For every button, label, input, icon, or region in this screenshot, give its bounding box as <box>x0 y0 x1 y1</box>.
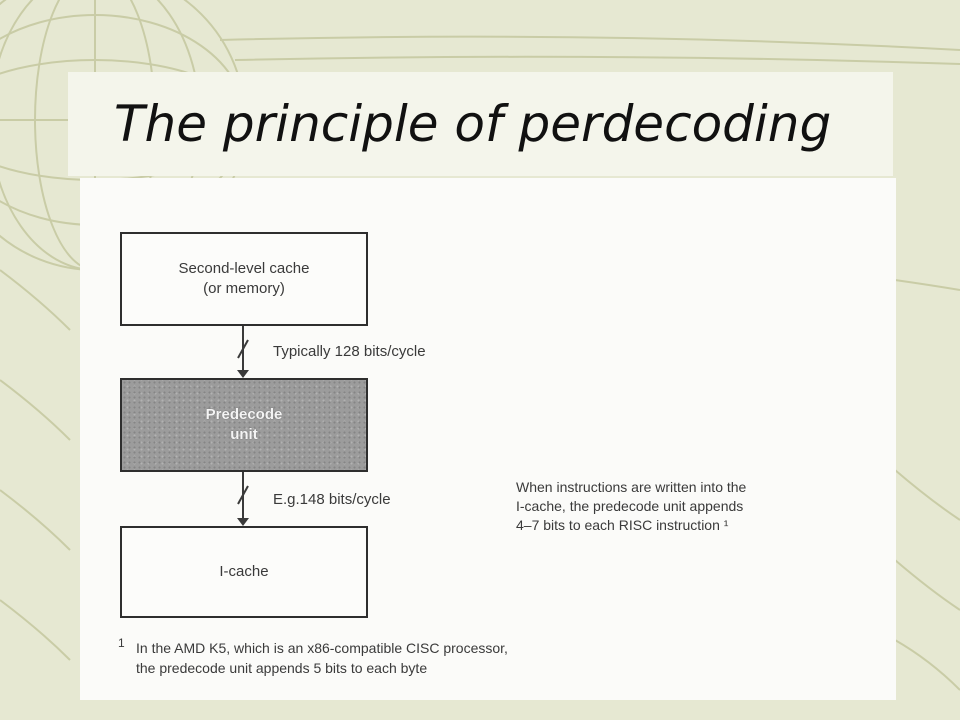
upper-bus-width-slash <box>237 339 249 359</box>
diagram-figure: Second-level cache (or memory) Typically… <box>80 178 896 700</box>
predecode-note: When instructions are written into the I… <box>516 479 747 533</box>
lower-bus-arrowhead <box>237 518 249 526</box>
footnote-marker: 1 <box>118 636 125 650</box>
title-panel <box>68 72 893 176</box>
predecode-unit-box: Predecode unit <box>120 378 368 472</box>
predecode-unit-label: Predecode unit <box>205 406 283 443</box>
lower-bus-label: E.g.148 bits/cycle <box>273 491 391 508</box>
second-level-cache-box: Second-level cache (or memory) <box>120 232 368 326</box>
footnote-text: In the AMD K5, which is an x86-compatibl… <box>136 640 508 676</box>
upper-bus-label: Typically 128 bits/cycle <box>273 343 426 360</box>
upper-bus-arrowhead <box>237 370 249 378</box>
lower-bus-width-slash <box>237 485 249 505</box>
i-cache-label: I-cache <box>219 563 269 580</box>
second-level-cache-label: Second-level cache (or memory) <box>178 260 310 297</box>
i-cache-box: I-cache <box>120 526 368 618</box>
slide-title: The principle of perdecoding <box>114 95 832 153</box>
